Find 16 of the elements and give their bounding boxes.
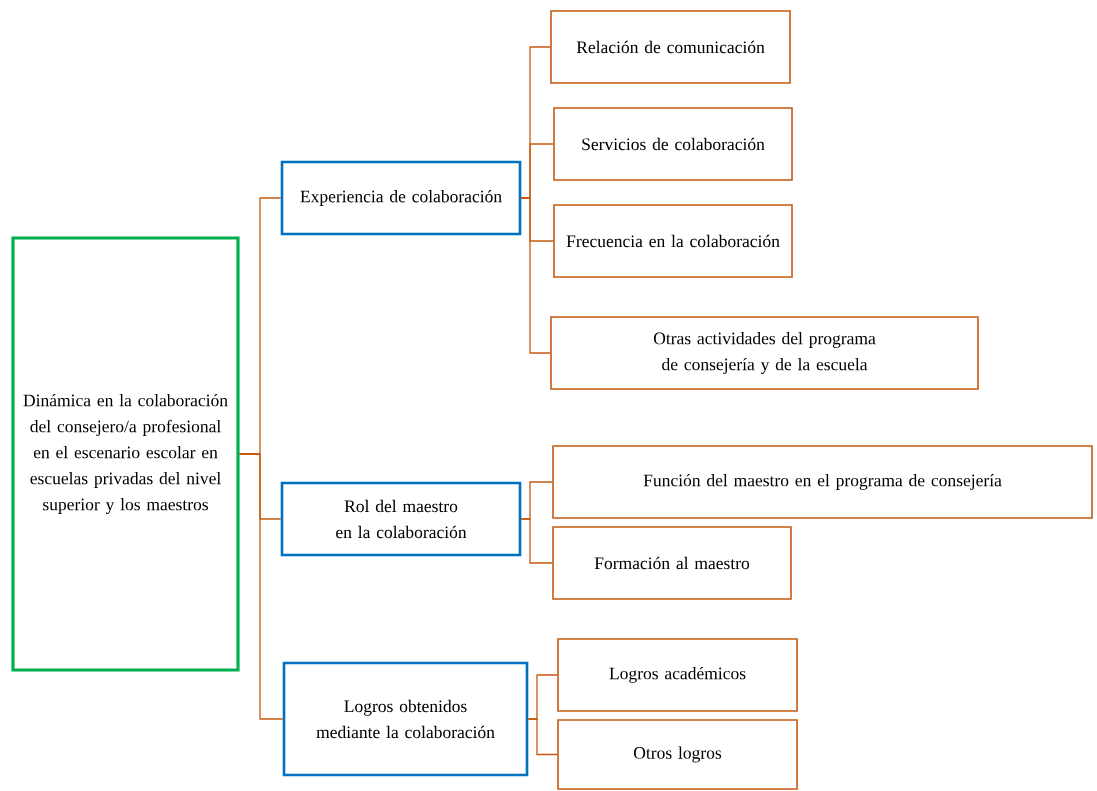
subcategory-box: Formación al maestro — [552, 526, 792, 600]
category-box: Experiencia de colaboración — [280, 160, 522, 236]
category-box: Logros obtenidos mediante la colaboración — [282, 661, 529, 777]
subcategory-box: Función del maestro en el programa de consejería — [552, 445, 1093, 519]
subcategory-box: Otros logros — [557, 719, 798, 790]
connector-line — [520, 518, 553, 564]
subcategory-box: Relación de comunicación — [550, 10, 791, 84]
connector-line — [527, 718, 558, 756]
subcategory-box: Otras actividades del programa de consejería y de la escuela — [550, 316, 979, 390]
connector-line — [520, 197, 551, 354]
subcategory-box: Frecuencia en la colaboración — [553, 204, 793, 278]
subcategory-box: Logros académicos — [557, 638, 798, 712]
subcategory-box: Servicios de colaboración — [553, 107, 793, 181]
connector-line — [238, 453, 284, 720]
topic-box: Dinámica en la colaboración del consejero/a profesional en el escenario escolar en escuelas privadas del nivel superior y los maestros — [11, 236, 240, 672]
category-box: Rol del maestro en la colaboración — [280, 481, 522, 557]
